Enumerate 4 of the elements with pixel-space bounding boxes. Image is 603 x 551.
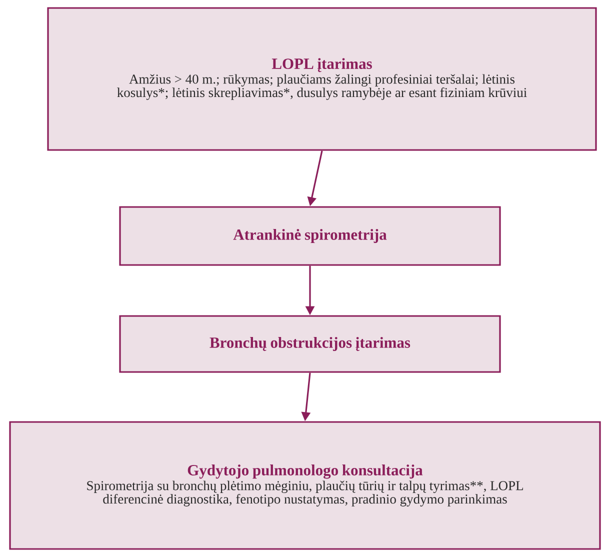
process-box: Bronchų obstrukcijos įtarimas: [119, 315, 501, 373]
process-box: Gydytojo pulmonologo konsultacija Spirometrija su bronchų plėtimo mėginiu, plaučių tūrių ir talpų tyrimas**, LOPL diferencinė diagnostika, fenotipo nustatymas, pradinio gydymo parinkimas: [9, 421, 601, 550]
process-box: Atrankinė spirometrija: [119, 206, 501, 266]
process-box: LOPL įtarimas Amžius > 40 m.; rūkymas; plaučiams žalingi profesiniai teršalai; lėtinis kosulys*; lėtinis skrepliavimas*, dusulys ramybėje ar esant fiziniam krūviui: [47, 7, 597, 151]
